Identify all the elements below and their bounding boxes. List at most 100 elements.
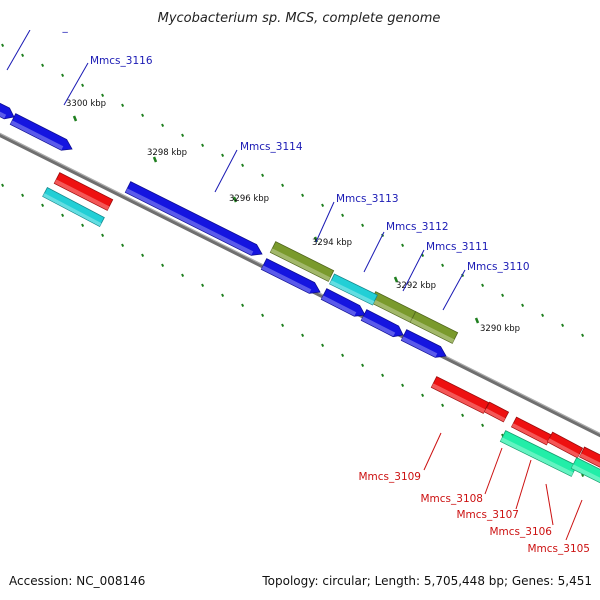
gene-feature[interactable]	[260, 258, 321, 294]
gene-feature[interactable]	[0, 99, 15, 120]
guide-dot	[1, 183, 5, 188]
gene-label-mmcs-3111[interactable]: Mmcs_3111	[426, 241, 489, 253]
guide-dot	[41, 63, 45, 68]
gene-label-mmcs-3109[interactable]: Mmcs_3109	[358, 471, 421, 483]
guide-dot	[281, 183, 285, 188]
gene-feature[interactable]	[329, 273, 378, 306]
gene-feature[interactable]	[53, 172, 114, 211]
gene-body	[9, 113, 73, 151]
dotted-guide-rings	[1, 43, 585, 478]
tick-label: 3300 kbp	[66, 99, 106, 109]
guide-dot	[81, 223, 85, 228]
gene-feature[interactable]	[430, 376, 490, 414]
tick-label: 3294 kbp	[312, 238, 352, 248]
tick-mark	[152, 156, 158, 163]
gene-label-mmcs-3108[interactable]: Mmcs_3108	[420, 493, 483, 505]
leader-line	[442, 269, 466, 311]
tick-label: 3290 kbp	[480, 324, 520, 334]
guide-dot	[481, 283, 485, 288]
gene-feature[interactable]	[269, 241, 335, 282]
guide-dot	[161, 123, 165, 128]
guide-dot	[121, 103, 125, 108]
gene-feature[interactable]	[42, 187, 105, 227]
leader-line	[402, 249, 425, 292]
guide-dot	[81, 83, 85, 88]
gene-feature[interactable]	[360, 309, 404, 338]
gene-highlight	[10, 120, 64, 151]
gene-feature[interactable]	[400, 329, 447, 358]
guide-dot	[221, 153, 225, 158]
guide-dot	[21, 193, 25, 198]
guide-dot	[61, 213, 65, 218]
gene-feature[interactable]	[124, 181, 263, 256]
gene-label-mmcs-3117[interactable]: Mmcs_3117	[32, 21, 95, 33]
gene-highlight	[0, 111, 7, 119]
gene-label-mmcs-3107[interactable]: Mmcs_3107	[456, 509, 519, 521]
guide-dot	[461, 413, 465, 418]
guide-dot	[261, 173, 265, 178]
tick-mark	[474, 317, 480, 324]
gene-highlight	[547, 438, 580, 458]
guide-dot	[41, 203, 45, 208]
gene-feature[interactable]	[483, 401, 510, 423]
gene-feature[interactable]	[9, 113, 73, 151]
guide-dot	[241, 303, 245, 308]
guide-dot	[421, 393, 425, 398]
gene-feature[interactable]	[570, 457, 600, 488]
leader-line	[545, 483, 554, 526]
tick-mark	[393, 276, 399, 283]
gene-labels-top: Mmcs_3117 Mmcs_3116 Mmcs_3114 Mmcs_3113 …	[6, 21, 530, 311]
tick-mark	[72, 115, 78, 122]
leader-line	[63, 62, 89, 106]
leader-line	[6, 30, 31, 71]
guide-dot	[341, 353, 345, 358]
guide-dot	[201, 283, 205, 288]
guide-dot	[121, 243, 125, 248]
topology-text: Topology: circular; Length: 5,705,448 bp…	[261, 574, 592, 588]
gene-features	[0, 99, 600, 488]
guide-dot	[581, 473, 585, 478]
guide-dot	[241, 163, 245, 168]
guide-dot	[561, 323, 565, 328]
gene-body	[320, 288, 366, 317]
guide-dot	[161, 263, 165, 268]
guide-dot	[361, 223, 365, 228]
guide-dot	[281, 323, 285, 328]
guide-dot	[401, 383, 405, 388]
gene-label-mmcs-3110[interactable]: Mmcs_3110	[467, 261, 530, 273]
guide-dot	[61, 73, 65, 78]
gene-highlight	[410, 318, 455, 344]
gene-label-mmcs-3112[interactable]: Mmcs_3112	[386, 221, 449, 233]
accession-text: Accession: NC_008146	[9, 574, 145, 588]
guide-dot	[481, 423, 485, 428]
guide-dot	[341, 213, 345, 218]
gene-label-mmcs-3113[interactable]: Mmcs_3113	[336, 193, 399, 205]
gene-highlight	[370, 298, 413, 323]
leader-line	[565, 499, 583, 541]
gene-feature[interactable]	[546, 431, 584, 459]
guide-dot	[541, 313, 545, 318]
gene-feature[interactable]	[579, 446, 600, 471]
gene-feature[interactable]	[409, 311, 459, 344]
gene-labels-bottom: Mmcs_3109 Mmcs_3108 Mmcs_3107 Mmcs_3106 …	[358, 432, 590, 555]
gene-highlight	[579, 453, 600, 467]
guide-dot	[21, 53, 25, 58]
gene-label-mmcs-3114[interactable]: Mmcs_3114	[240, 141, 303, 153]
gene-feature[interactable]	[320, 288, 366, 317]
guide-dot	[141, 253, 145, 258]
scale-ticks: 3300 kbp 3298 kbp 3296 kbp 3294 kbp 3292…	[66, 99, 520, 334]
gene-highlight	[401, 336, 438, 358]
guide-dot	[201, 143, 205, 148]
guide-dot	[441, 263, 445, 268]
guide-dot	[321, 203, 325, 208]
gene-highlight	[484, 408, 506, 422]
guide-dot	[141, 113, 145, 118]
gene-body	[360, 309, 404, 338]
gene-label-mmcs-3116[interactable]: Mmcs_3116	[90, 55, 153, 67]
guide-dot	[401, 243, 405, 248]
leader-line	[515, 459, 532, 510]
gene-label-mmcs-3105[interactable]: Mmcs_3105	[527, 543, 590, 555]
gene-body	[260, 258, 321, 294]
gene-label-mmcs-3106[interactable]: Mmcs_3106	[489, 526, 552, 538]
